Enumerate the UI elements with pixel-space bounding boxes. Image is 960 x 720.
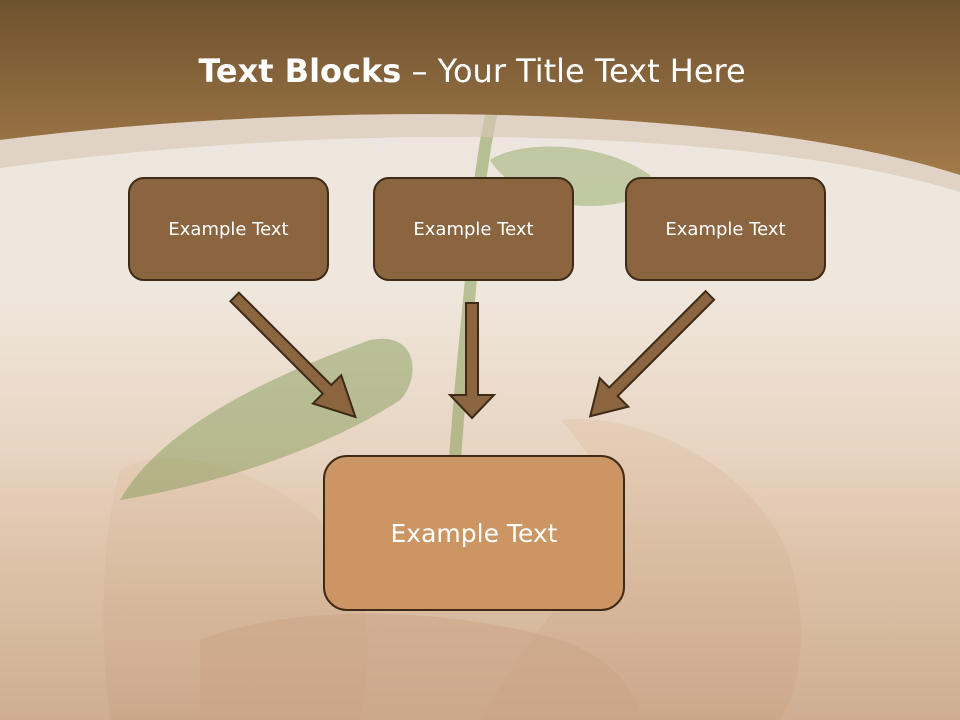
arrow-down-icon — [447, 302, 497, 420]
hands-bottom-shape — [200, 613, 640, 720]
text-block-3[interactable]: Example Text — [625, 177, 826, 281]
header-curve-highlight — [0, 114, 960, 192]
text-block-2-label: Example Text — [413, 218, 534, 240]
text-block-2[interactable]: Example Text — [373, 177, 574, 281]
header-band — [0, 0, 960, 175]
title-dash: – — [411, 52, 428, 90]
hand-left-shape — [103, 458, 368, 720]
title-bold-text: Text Blocks — [198, 52, 402, 90]
main-text-block[interactable]: Example Text — [323, 455, 625, 611]
arrow-down-left-icon — [588, 289, 716, 418]
hand-right-shape — [480, 418, 801, 720]
title-rest-text: Your Title Text Here — [437, 52, 746, 90]
main-text-block-label: Example Text — [390, 518, 558, 548]
text-block-1-label: Example Text — [168, 218, 289, 240]
text-block-1[interactable]: Example Text — [128, 177, 329, 281]
arrow-down-right-icon — [228, 291, 357, 419]
text-block-3-label: Example Text — [665, 218, 786, 240]
slide-title: Text Blocks – Your Title Text Here — [0, 52, 944, 90]
